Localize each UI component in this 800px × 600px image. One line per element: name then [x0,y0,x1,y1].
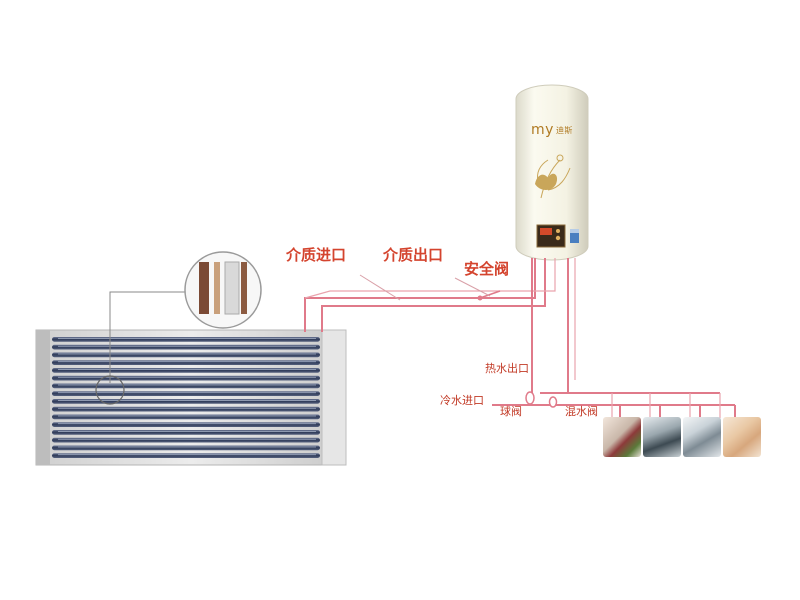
energy-label [570,229,579,243]
heat-pipe-detail-3 [224,261,240,315]
mixing-valve-icon [548,396,558,408]
safety-valve-icon [477,295,483,301]
vacuum-tube [52,375,320,381]
tank-body [515,84,589,261]
heat-pipe-detail [199,262,209,314]
vacuum-tube [52,422,320,427]
vacuum-tube [52,430,320,435]
medium-inlet-label: 介质进口 [286,246,347,264]
faucet-photo [643,417,681,457]
shower-photo [723,417,761,457]
collector-side-rail [36,330,50,465]
kitchen-sink-photo [603,417,641,457]
vacuum-tube [52,445,320,451]
vacuum-tubes [52,337,320,458]
medium-outlet-pipe [321,258,546,332]
ball-valve-icon [525,391,535,405]
pipes [304,258,736,418]
heat-pipe-detail-2 [214,262,220,314]
vacuum-tube [52,368,320,373]
energy-label-stripe [570,229,579,233]
water-tank [515,84,589,261]
tank-brand-sub: 迪斯 [555,125,573,135]
vacuum-tube [52,453,320,458]
washing-machine-photo [683,417,721,457]
medium-inlet-pipe [304,258,536,332]
vacuum-tube [52,406,320,412]
vacuum-tube [52,383,320,389]
vacuum-tube [52,399,320,404]
solar-collector [35,329,347,466]
vacuum-tube [52,437,320,443]
callout-leader-line [109,291,188,383]
heat-pipe-callout [95,251,262,405]
heat-pipe-detail-4 [241,262,247,314]
collector-manifold [321,329,347,466]
safety-valve-pipe [479,290,501,299]
collector-diagonal-2 [454,277,491,297]
control-button [555,235,561,241]
vacuum-tube [52,360,320,365]
tank-brand-text: my [531,122,554,138]
magnifier-circle [184,251,262,329]
safety-valve-label: 安全阀 [464,260,510,278]
control-display [540,228,552,235]
vacuum-tube [52,344,320,350]
control-button-2 [556,229,560,233]
cold-water-inlet-label: 冷水进口 [440,394,484,407]
callout-target-circle [95,375,125,405]
mixing-valve-label: 混水阀 [565,405,598,418]
hot-water-outlet-label: 热水出口 [485,362,529,375]
vacuum-tube [52,352,320,358]
ball-valve-label: 球阀 [500,405,522,418]
lotus-flower-icon [535,173,558,190]
collector-diagonal [359,274,401,301]
collector-frame [35,329,347,466]
medium-pipe-shadow [304,258,556,299]
vacuum-tube [52,414,320,420]
vacuum-tube [52,337,320,342]
medium-outlet-label: 介质出口 [383,246,444,264]
vacuum-tube [52,391,320,396]
